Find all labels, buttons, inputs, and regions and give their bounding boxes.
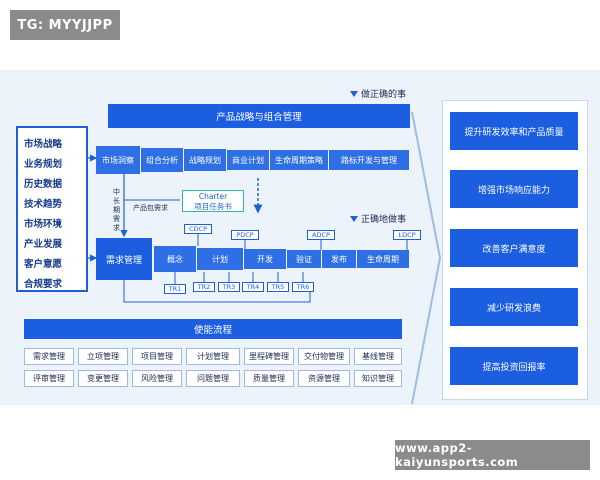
- outcome-item: 提升研发效率和产品质量: [450, 112, 578, 150]
- enable-cell: 质量管理: [244, 370, 294, 387]
- charter-title: Charter: [198, 192, 228, 201]
- input-item: 技术趋势: [24, 199, 63, 210]
- outcome-item: 增强市场响应能力: [450, 170, 578, 208]
- tr-point: TR3: [218, 282, 240, 292]
- watermark-bottom: www.app2-kaiyunsports.com: [395, 440, 590, 470]
- decision-point: ADCP: [307, 230, 335, 240]
- enable-cell: 风险管理: [132, 370, 182, 387]
- strategy-bar: 产品战略与组合管理: [108, 104, 410, 128]
- mid-term-label: 中长期需求: [113, 188, 120, 232]
- input-list: 市场战略 业务规划 历史数据 技术趋势 市场环境 产业发展 客户意愿 合规要求: [16, 126, 88, 292]
- enable-cell: 资源管理: [298, 370, 350, 387]
- flow-stage: 验证: [287, 250, 321, 268]
- flow-stage: 生命周期: [357, 250, 409, 268]
- flow-stage: 计划: [197, 248, 243, 270]
- enable-cell: 交付物管理: [298, 348, 350, 365]
- demand-management: 需求管理: [96, 238, 152, 280]
- input-item: 产业发展: [24, 239, 63, 250]
- enable-cell: 计划管理: [186, 348, 240, 365]
- enable-cell: 需求管理: [24, 348, 74, 365]
- product-package-label: 产品包需求: [133, 204, 168, 212]
- input-item: 市场战略: [24, 139, 63, 150]
- enable-cell: 评审管理: [24, 370, 74, 387]
- decision-point: LDCP: [393, 230, 421, 240]
- flow-stage: 概念: [154, 246, 196, 272]
- input-item: 客户意愿: [24, 259, 63, 270]
- top-chain-step: 战略规划: [184, 149, 226, 171]
- charter-box: Charter 项目任务书: [182, 190, 244, 212]
- decision-point: CDCP: [184, 224, 212, 234]
- input-item: 合规要求: [24, 279, 63, 290]
- outcome-item: 改善客户满意度: [450, 229, 578, 267]
- down-triangle-icon: [350, 215, 358, 222]
- top-chain-step: 路标开发与管理: [329, 150, 409, 170]
- outcome-item: 提高投资回报率: [450, 347, 578, 385]
- top-chain-step: 商业计划: [227, 150, 269, 170]
- tr-point: TR4: [242, 282, 264, 292]
- enable-cell: 基线管理: [354, 348, 402, 365]
- top-chain-step: 生命周期策略: [270, 150, 328, 170]
- enable-cell: 变更管理: [78, 370, 128, 387]
- flow-stage: 开发: [244, 249, 286, 269]
- enable-cell: 项目管理: [132, 348, 182, 365]
- input-item: 市场环境: [24, 219, 63, 230]
- top-chain-step: 市场洞察: [96, 146, 140, 174]
- enable-process-bar: 使能流程: [24, 319, 402, 339]
- flow-stage: 发布: [322, 250, 356, 268]
- enable-cell: 立项管理: [78, 348, 128, 365]
- enable-cell: 问题管理: [186, 370, 240, 387]
- tr-point: TR1: [164, 284, 186, 294]
- tr-point: TR2: [193, 282, 215, 292]
- decision-point: PDCP: [231, 230, 259, 240]
- outcome-item: 减少研发浪费: [450, 288, 578, 326]
- down-triangle-icon: [350, 90, 358, 97]
- tr-point: TR6: [292, 282, 314, 292]
- input-item: 历史数据: [24, 179, 63, 190]
- top-heading: 做正确的事: [350, 87, 406, 100]
- watermark-top: TG: MYYJJPP: [10, 10, 120, 40]
- charter-subtitle: 项目任务书: [194, 202, 232, 211]
- tr-point: TR5: [267, 282, 289, 292]
- input-item: 业务规划: [24, 159, 63, 170]
- enable-cell: 知识管理: [354, 370, 402, 387]
- enable-cell: 里程碑管理: [244, 348, 294, 365]
- bottom-heading: 正确地做事: [350, 212, 406, 225]
- top-chain-step: 组合分析: [141, 148, 183, 172]
